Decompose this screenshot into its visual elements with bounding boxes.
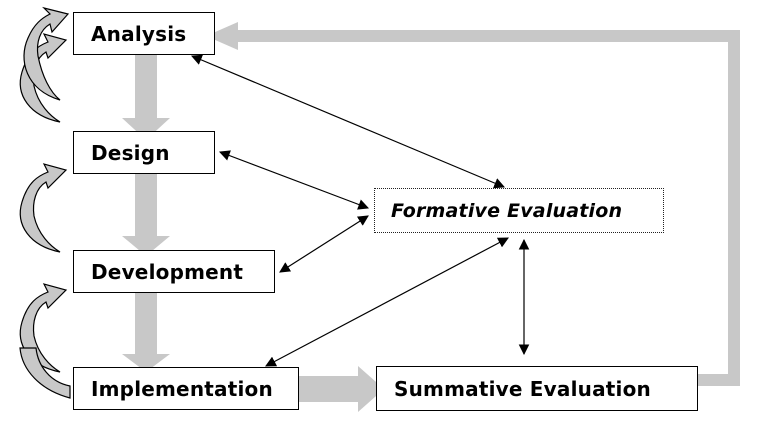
curl-arrow-top — [23, 6, 70, 101]
implementation-label: Implementation — [91, 376, 273, 401]
loop-back-arrow — [232, 30, 740, 386]
formative-evaluation-label: Formative Evaluation — [391, 199, 623, 222]
arrow-implementation-to-summative — [298, 366, 384, 412]
arrow-development-to-implementation — [122, 292, 170, 372]
iteration-curl-arrows — [19, 6, 71, 399]
analysis-box: Analysis — [73, 12, 215, 55]
loop-back-arrowhead — [206, 22, 238, 50]
curl-arrow-design — [19, 163, 68, 253]
curl-arrow-bottom — [19, 347, 71, 399]
design-label: Design — [91, 140, 170, 165]
development-box: Development — [73, 250, 275, 293]
connector-development-formative — [279, 215, 369, 273]
summative-evaluation-label: Summative Evaluation — [394, 376, 651, 401]
arrow-design-to-development — [122, 172, 170, 256]
phase-flow-arrows — [122, 54, 384, 412]
analysis-label: Analysis — [91, 21, 187, 46]
summative-evaluation-box: Summative Evaluation — [376, 366, 698, 411]
implementation-box: Implementation — [73, 367, 299, 410]
development-label: Development — [91, 259, 244, 284]
connector-design-formative — [218, 150, 370, 210]
formative-evaluation-box: Formative Evaluation — [374, 188, 664, 233]
arrow-analysis-to-design — [122, 54, 170, 140]
connector-implementation-formative — [265, 237, 509, 367]
connector-analysis-formative — [191, 54, 505, 189]
